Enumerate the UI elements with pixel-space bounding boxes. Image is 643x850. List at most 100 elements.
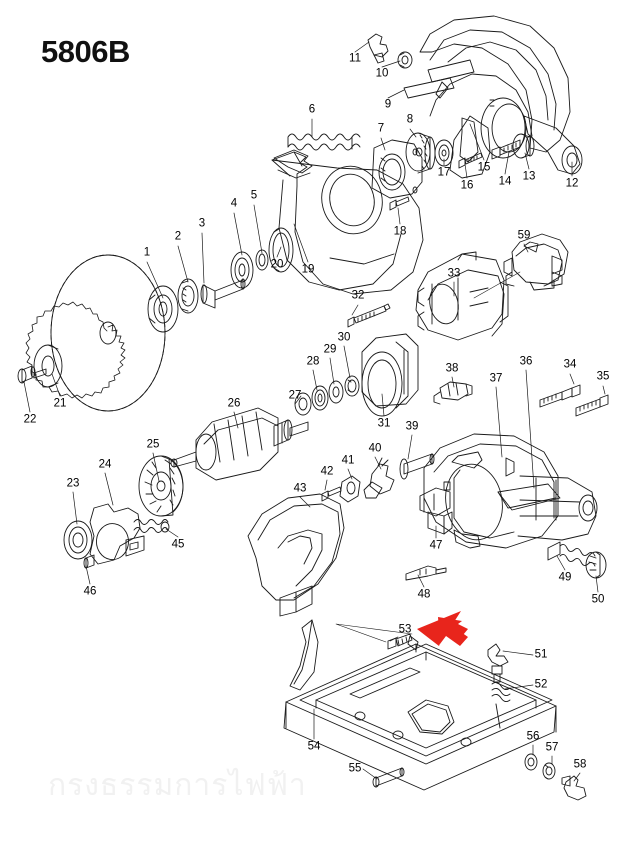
callout-40: 40	[368, 442, 382, 455]
callout-6: 6	[308, 103, 316, 116]
outer-flange-part-21	[33, 344, 63, 388]
callout-1: 1	[143, 246, 151, 259]
screw-part-18	[389, 196, 410, 211]
bolt-part-35	[575, 394, 609, 417]
field-housing-part-33	[415, 251, 521, 341]
page-title: 5806B	[41, 34, 130, 69]
callout-47: 47	[429, 539, 443, 552]
washer-part-30	[344, 375, 360, 397]
bearing-box-part-31	[361, 333, 419, 417]
shaft-part-39	[399, 453, 435, 480]
callout-15: 15	[477, 161, 491, 174]
callout-45: 45	[171, 538, 185, 551]
bolt-part-22	[17, 365, 47, 384]
spring-part-6	[287, 133, 361, 151]
callout-9: 9	[384, 98, 392, 111]
screw-part-32	[347, 303, 391, 328]
fan-part-25	[138, 455, 184, 517]
callout-25: 25	[146, 438, 160, 451]
callout-52: 52	[534, 678, 548, 691]
callout-14: 14	[498, 175, 512, 188]
callout-27: 27	[288, 389, 302, 402]
callout-13: 13	[522, 170, 536, 183]
spring-part-49	[547, 541, 596, 567]
callout-30: 30	[337, 331, 351, 344]
brush-holder-part-59	[503, 233, 569, 291]
pin-part-55	[372, 767, 405, 788]
callout-12: 12	[565, 177, 579, 190]
watermark-text: กรงธรรมการไฟฟ้า	[48, 768, 307, 803]
inner-flange-part-1	[147, 285, 179, 333]
link-part-41	[339, 475, 361, 503]
callout-55: 55	[348, 762, 362, 775]
retaining-ring-part-20	[268, 227, 294, 273]
spindle-part-3	[200, 278, 246, 309]
callout-54: 54	[307, 740, 321, 753]
callout-46: 46	[83, 585, 97, 598]
screw-part-53	[387, 633, 419, 651]
armature-part-26	[170, 407, 309, 481]
callout-18: 18	[393, 225, 407, 238]
saw-blade-part-1	[50, 254, 166, 412]
callout-3: 3	[198, 217, 206, 230]
callout-34: 34	[563, 358, 577, 371]
terminal-part-48	[405, 565, 447, 581]
callout-32: 32	[351, 289, 365, 302]
callout-59: 59	[517, 229, 531, 242]
callout-2: 2	[174, 230, 182, 243]
blade-guard-part-12	[419, 15, 583, 179]
callout-37: 37	[489, 372, 503, 385]
callout-28: 28	[306, 355, 320, 368]
leader-lines	[23, 41, 606, 782]
lever-part-5	[273, 149, 313, 174]
bearing-part-4	[230, 251, 254, 289]
callout-56: 56	[526, 730, 540, 743]
callout-11: 11	[349, 52, 361, 65]
callout-23: 23	[66, 477, 80, 490]
callout-53: 53	[398, 623, 412, 636]
callout-48: 48	[417, 588, 431, 601]
callout-31: 31	[377, 417, 391, 430]
spring-part-45	[133, 519, 170, 533]
callout-49: 49	[558, 571, 572, 584]
wedge-part-15	[459, 117, 479, 163]
callout-39: 39	[405, 420, 419, 433]
pin-part-46	[83, 554, 95, 569]
callout-8: 8	[406, 113, 414, 126]
callout-29: 29	[323, 343, 337, 356]
washer-part-5	[255, 249, 269, 271]
callout-43: 43	[293, 482, 307, 495]
callout-26: 26	[227, 397, 241, 410]
callout-4: 4	[230, 197, 238, 210]
bolt-part-34	[539, 384, 581, 408]
callout-58: 58	[573, 758, 587, 771]
switch-block-part-47	[419, 487, 453, 535]
motor-housing-part-37	[423, 433, 598, 549]
callout-22: 22	[23, 413, 37, 426]
callout-19: 19	[301, 263, 315, 276]
callout-51: 51	[534, 648, 548, 661]
callout-57: 57	[545, 741, 559, 754]
callout-20: 20	[270, 258, 284, 271]
switch-part-38	[433, 381, 473, 405]
guide-bar	[289, 619, 319, 691]
callout-50: 50	[591, 593, 605, 606]
callout-38: 38	[445, 362, 459, 375]
knob-part-50	[585, 551, 607, 579]
callout-7: 7	[377, 122, 385, 135]
spring-part-52	[491, 681, 511, 729]
callout-36: 36	[519, 355, 533, 368]
bearing-part-28	[311, 385, 329, 411]
callout-10: 10	[375, 67, 389, 80]
washer-part-29	[328, 380, 344, 404]
wing-bolt-part-51	[487, 643, 509, 683]
nut-part-57	[542, 762, 556, 780]
gear-housing-part-7	[371, 139, 423, 199]
wing-bolt-part-58	[561, 775, 587, 801]
cover-plate-part-36	[497, 483, 561, 511]
base-plate-part-54	[283, 643, 557, 791]
callout-16: 16	[460, 179, 474, 192]
handle-part-43	[247, 493, 345, 617]
